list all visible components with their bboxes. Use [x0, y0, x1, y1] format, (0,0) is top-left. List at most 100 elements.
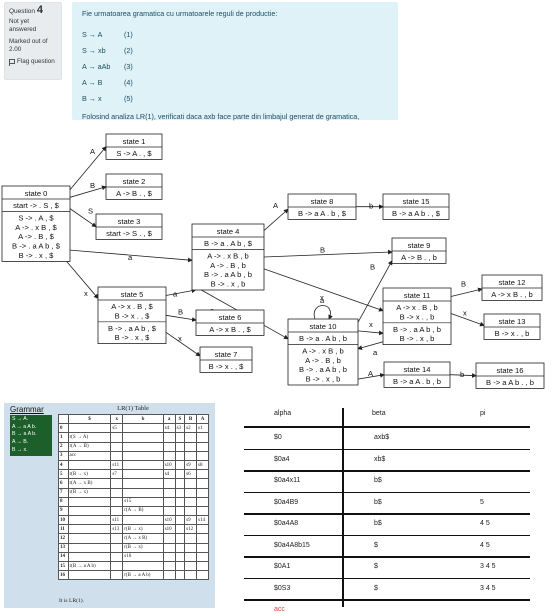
grammar-rule: S → A. [12, 416, 29, 422]
lr-table-cell [67, 551, 112, 563]
production-rule-text: B → x [82, 93, 102, 103]
state-title: state 1 [123, 137, 146, 146]
production-rule: S → A(1) [82, 26, 388, 42]
lr-table-cell [184, 570, 198, 581]
grammar-rule: B → a A b. [12, 431, 37, 438]
lr-table-cell: r(A → x B) [67, 478, 112, 489]
lr-table-header-cell: $ [67, 413, 112, 425]
production-rule-number: (5) [124, 93, 133, 103]
transition-label: a [173, 290, 178, 299]
lr-table-cell: s12 [184, 524, 198, 535]
lr-table-cell [67, 524, 112, 535]
lr-table-cell [122, 478, 164, 489]
transition-label: B [370, 263, 375, 272]
transition-label: x [320, 293, 324, 302]
lr-table-cell [122, 487, 164, 498]
trace-row-divider [244, 513, 530, 515]
lr-table-cell [184, 478, 198, 489]
question-outro: Folosind analiza LR(1), verificati daca … [82, 112, 360, 121]
trace-row-divider [244, 470, 530, 472]
state-closure-item: B -> . x , $ [115, 333, 151, 342]
transition-label: a [320, 296, 325, 305]
lr-table-cell [110, 450, 124, 461]
lr-table-cell [110, 505, 124, 517]
lr-table-cell [67, 515, 112, 526]
lr-table-cell [122, 515, 164, 526]
lr-table-cell [196, 432, 209, 443]
lr-table-cell [110, 570, 124, 581]
state-closure-item: B -> . x , b [306, 375, 341, 384]
grammar-rule-list: S → A.A → a A b.B → a A b.A → B.B → x. [10, 415, 52, 456]
flag-question-link[interactable]: Flag question [9, 58, 57, 66]
lr-table-cell [67, 533, 112, 544]
question-number: 4 [36, 4, 43, 16]
lr-table-cell: s10 [162, 459, 176, 471]
lr-state-number: 9 [58, 505, 69, 517]
trace-cell-pi: 3 4 5 [480, 584, 496, 592]
question-heading: Question 4 [9, 4, 57, 16]
lr-table-cell [196, 551, 209, 563]
state-kernel-item: B -> a A . b , b [393, 377, 441, 386]
lr-table-cell [174, 496, 186, 507]
lr-table-cell [110, 551, 124, 563]
lr-state-number: 4 [58, 459, 69, 471]
lr-table-cell: s9 [184, 515, 198, 526]
state-node: state 8B -> a A . b , $ [287, 193, 357, 220]
state-node: state 11A -> x . B , bB -> x . , bB -> .… [382, 287, 452, 345]
lr-table-cell [110, 478, 124, 489]
lr-table-cell [174, 441, 186, 452]
state-kernel-item: B -> x . , $ [209, 362, 245, 371]
state-node: state 6A -> x B . , $ [195, 309, 265, 336]
state-closure-item: A -> . x B , b [207, 251, 249, 260]
lr-table-cell: acc [67, 450, 112, 461]
transition-label: S [88, 207, 93, 216]
state-kernel-item: B -> a . A b , $ [204, 239, 253, 248]
transition-arrow [263, 268, 384, 312]
grammar-rule: A → B. [12, 439, 29, 446]
trace-cell-pi: 4 5 [480, 541, 490, 549]
lr-table-cell: s10 [162, 524, 176, 535]
production-list: S → A(1)S → xb(2)A → aAb(3)A → B(4)B → x… [82, 26, 388, 106]
transition-label: x [369, 320, 373, 329]
state-closure-item: A -> . x B , $ [15, 223, 57, 232]
trace-cell-alpha: acc [274, 606, 285, 613]
lr-state-number: 2 [58, 441, 69, 452]
state-kernel-item: A -> x . B , b [396, 303, 438, 312]
state-closure-item: B -> . x , b [211, 280, 246, 289]
trace-cell-alpha: $0a4 [274, 455, 290, 463]
lr-state-number: 5 [58, 469, 69, 480]
transition-label: B [320, 245, 325, 254]
state-node: state 5A -> x . B , $B -> x . , $B -> . … [97, 286, 167, 344]
lr-table-cell [162, 450, 176, 461]
lr-table-cell: r(B → x) [122, 542, 164, 553]
transition-label: b [460, 370, 464, 379]
lr-state-number: 7 [58, 487, 69, 498]
trace-cell-pi: 5 [480, 498, 484, 506]
lr-table-cell: r(B → x) [67, 487, 112, 498]
lr-table-cell [162, 505, 176, 517]
transition-arrow [450, 287, 483, 297]
trace-cell-alpha: $0a4A8b15 [274, 541, 310, 549]
lr-table-cell: r(B → x) [122, 524, 164, 535]
lr-table-cell [174, 432, 186, 443]
state-title: state 4 [217, 227, 240, 236]
state-closure-item: S -> . A , $ [18, 213, 54, 222]
lr-table-cell [196, 542, 209, 553]
transition-arrow [69, 185, 107, 198]
lr-table-cell [174, 515, 186, 526]
lr-table-cell: s14 [196, 515, 209, 526]
transition-arrow [69, 146, 107, 191]
state-node: state 10B -> a . A b , bA -> . x B , bA … [287, 318, 359, 386]
state-kernel-item: A -> B . , $ [116, 189, 152, 198]
production-rule-number: (1) [124, 29, 133, 39]
state-closure-item: B -> . a A b , b [204, 270, 252, 279]
trace-header-divider [244, 426, 530, 428]
trace-cell-pi: 4 5 [480, 520, 490, 527]
trace-cell-alpha: $0a4A8 [274, 520, 299, 527]
lr-table-header-cell: S [174, 413, 186, 425]
state-title: state 8 [311, 197, 334, 206]
